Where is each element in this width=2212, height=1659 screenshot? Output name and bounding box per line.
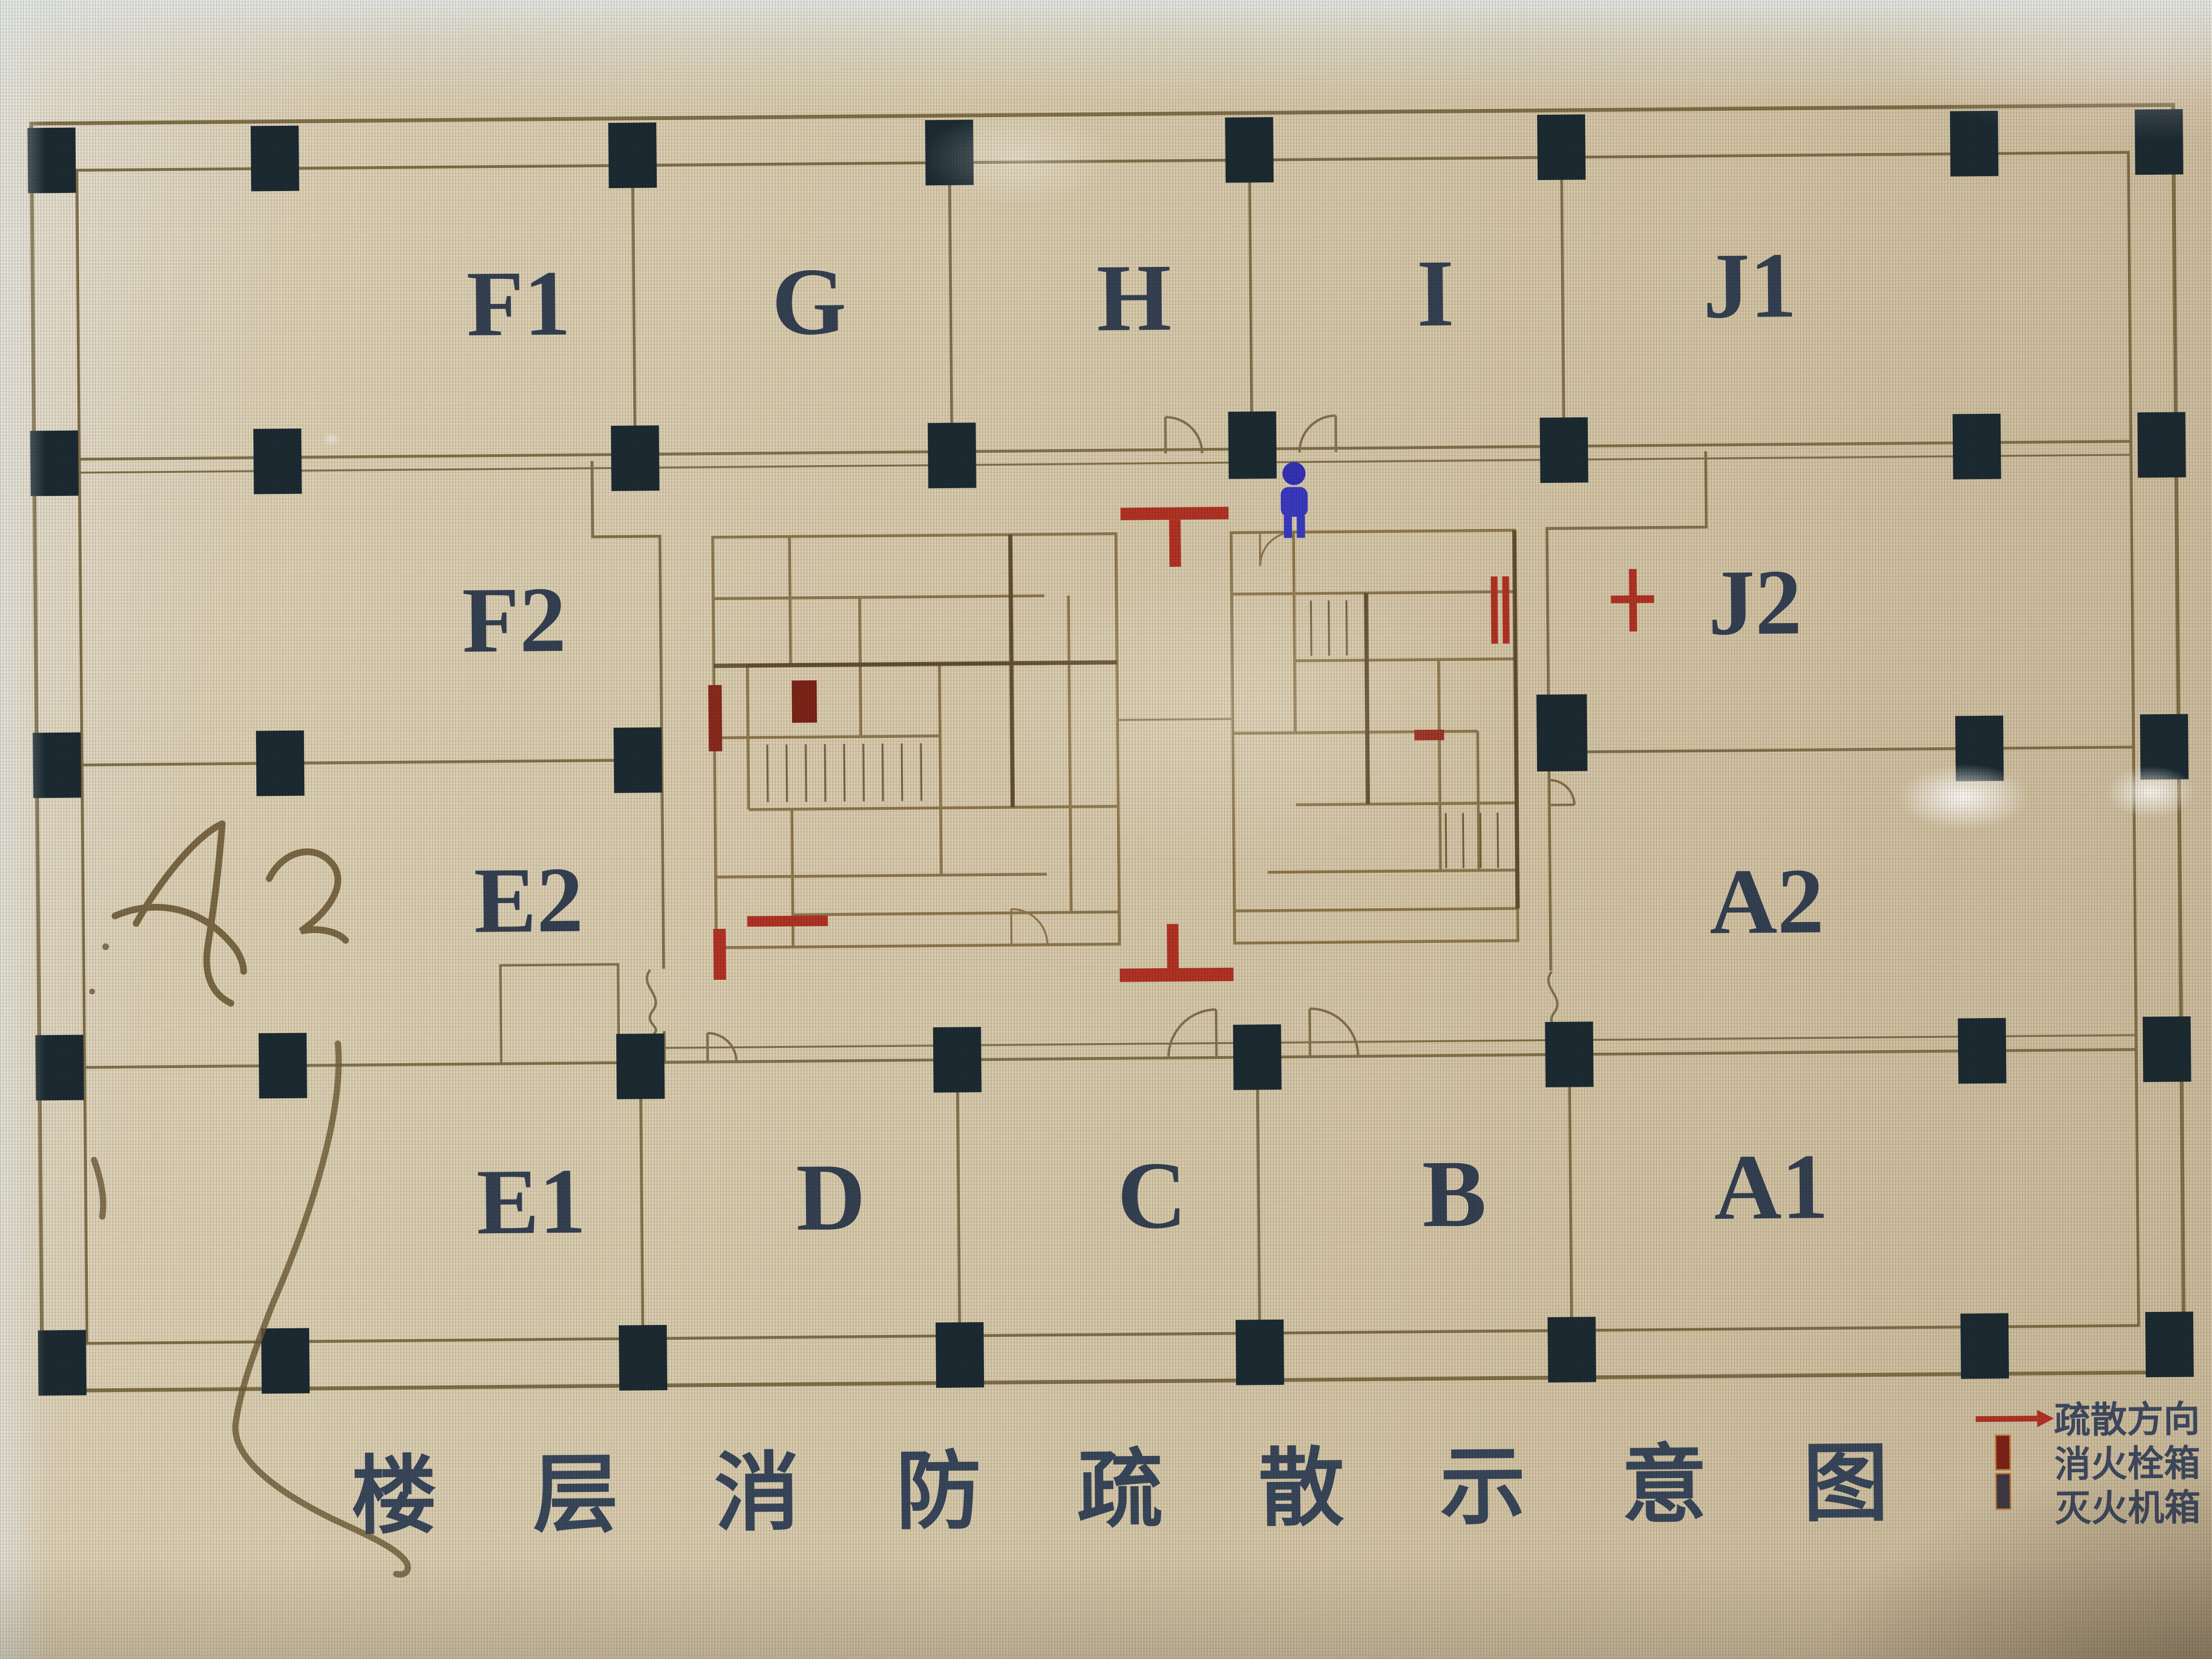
zone-label-h: H <box>1096 245 1172 351</box>
legend-extinguisher-icon <box>1995 1473 2011 1510</box>
core-walls <box>711 529 1520 950</box>
zone-label-c: C <box>1117 1142 1187 1249</box>
legend-label-evacuation-direction: 疏散方向 <box>2054 1399 2200 1441</box>
zone-label-e2: E2 <box>474 848 584 953</box>
plan-title: 楼层消防疏散示意图 <box>351 1435 1985 1545</box>
legend-arrow-icon <box>1975 1410 2054 1428</box>
zone-label-g: G <box>771 249 847 355</box>
zone-labels: F1 G H I J1 F2 J2 E2 A2 E1 D C B A1 <box>462 233 1829 1254</box>
handwriting-a2 <box>111 820 349 1007</box>
zone-label-d: D <box>795 1144 866 1250</box>
legend-label-fire-hydrant-box: 消火栓箱 <box>2054 1443 2200 1485</box>
legend: 疏散方向 消火栓箱 灭火机箱 <box>1975 1399 2201 1529</box>
zone-label-f2: F2 <box>462 568 567 673</box>
zone-label-a1: A1 <box>1713 1135 1828 1239</box>
zone-label-b: B <box>1422 1141 1487 1247</box>
evacuation-marker-bottom <box>1119 924 1234 982</box>
person-icon <box>1280 462 1308 538</box>
zone-label-j2: J2 <box>1707 550 1802 655</box>
zone-label-j1: J1 <box>1703 233 1797 338</box>
zone-label-i: I <box>1416 240 1455 347</box>
evacuation-marker-top <box>1120 506 1229 567</box>
legend-hydrant-icon <box>1995 1434 2011 1471</box>
zone-label-e1: E1 <box>476 1149 586 1254</box>
zone-label-f1: F1 <box>466 252 571 356</box>
legend-label-fire-extinguisher-box: 灭火机箱 <box>2055 1488 2201 1529</box>
zone-label-a2: A2 <box>1709 849 1824 954</box>
